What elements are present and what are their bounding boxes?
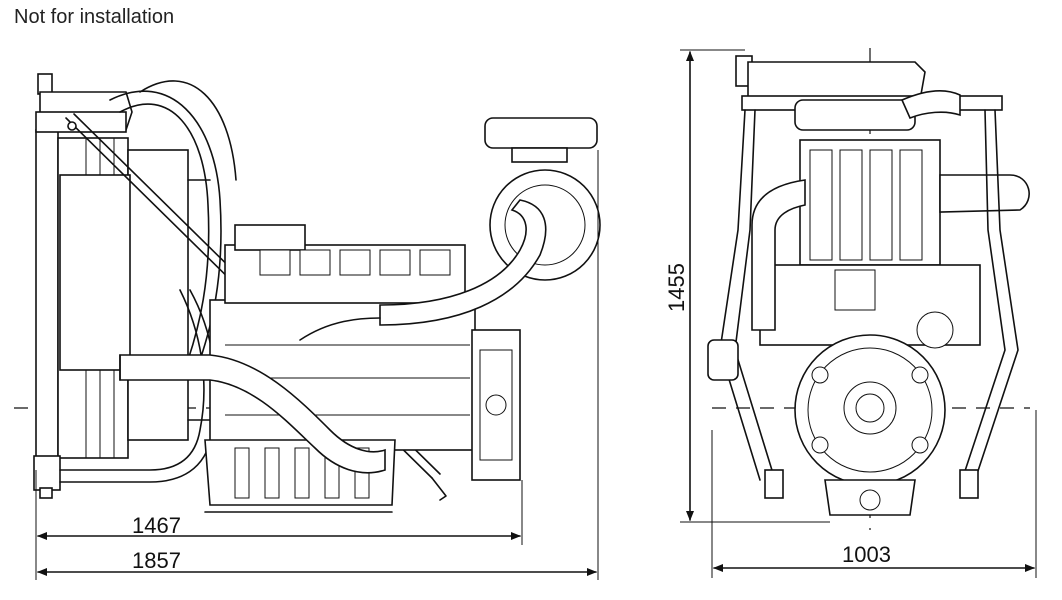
dimension-label-1467: 1467: [132, 513, 181, 538]
not-for-installation-caption: Not for installation: [14, 6, 175, 28]
side-dimension-lines: 1467 1857: [35, 150, 599, 580]
flywheel: [794, 334, 946, 516]
air-filter-intake: [299, 117, 601, 341]
engine-side-view: 1467 1857: [14, 73, 601, 580]
front-dimension-lines: 1455 1003: [664, 49, 1037, 578]
dimension-label-1857: 1857: [132, 548, 181, 573]
front-engine-body: [759, 139, 981, 349]
engine-front-view: 1455 1003: [664, 48, 1037, 578]
front-side-pipes: [707, 109, 1030, 499]
front-top-cover: [735, 55, 1003, 131]
intake-pipe: [119, 354, 386, 474]
dimension-label-1003: 1003: [842, 542, 891, 567]
fan-housing: [59, 149, 211, 441]
dimension-label-1455: 1455: [664, 263, 689, 312]
